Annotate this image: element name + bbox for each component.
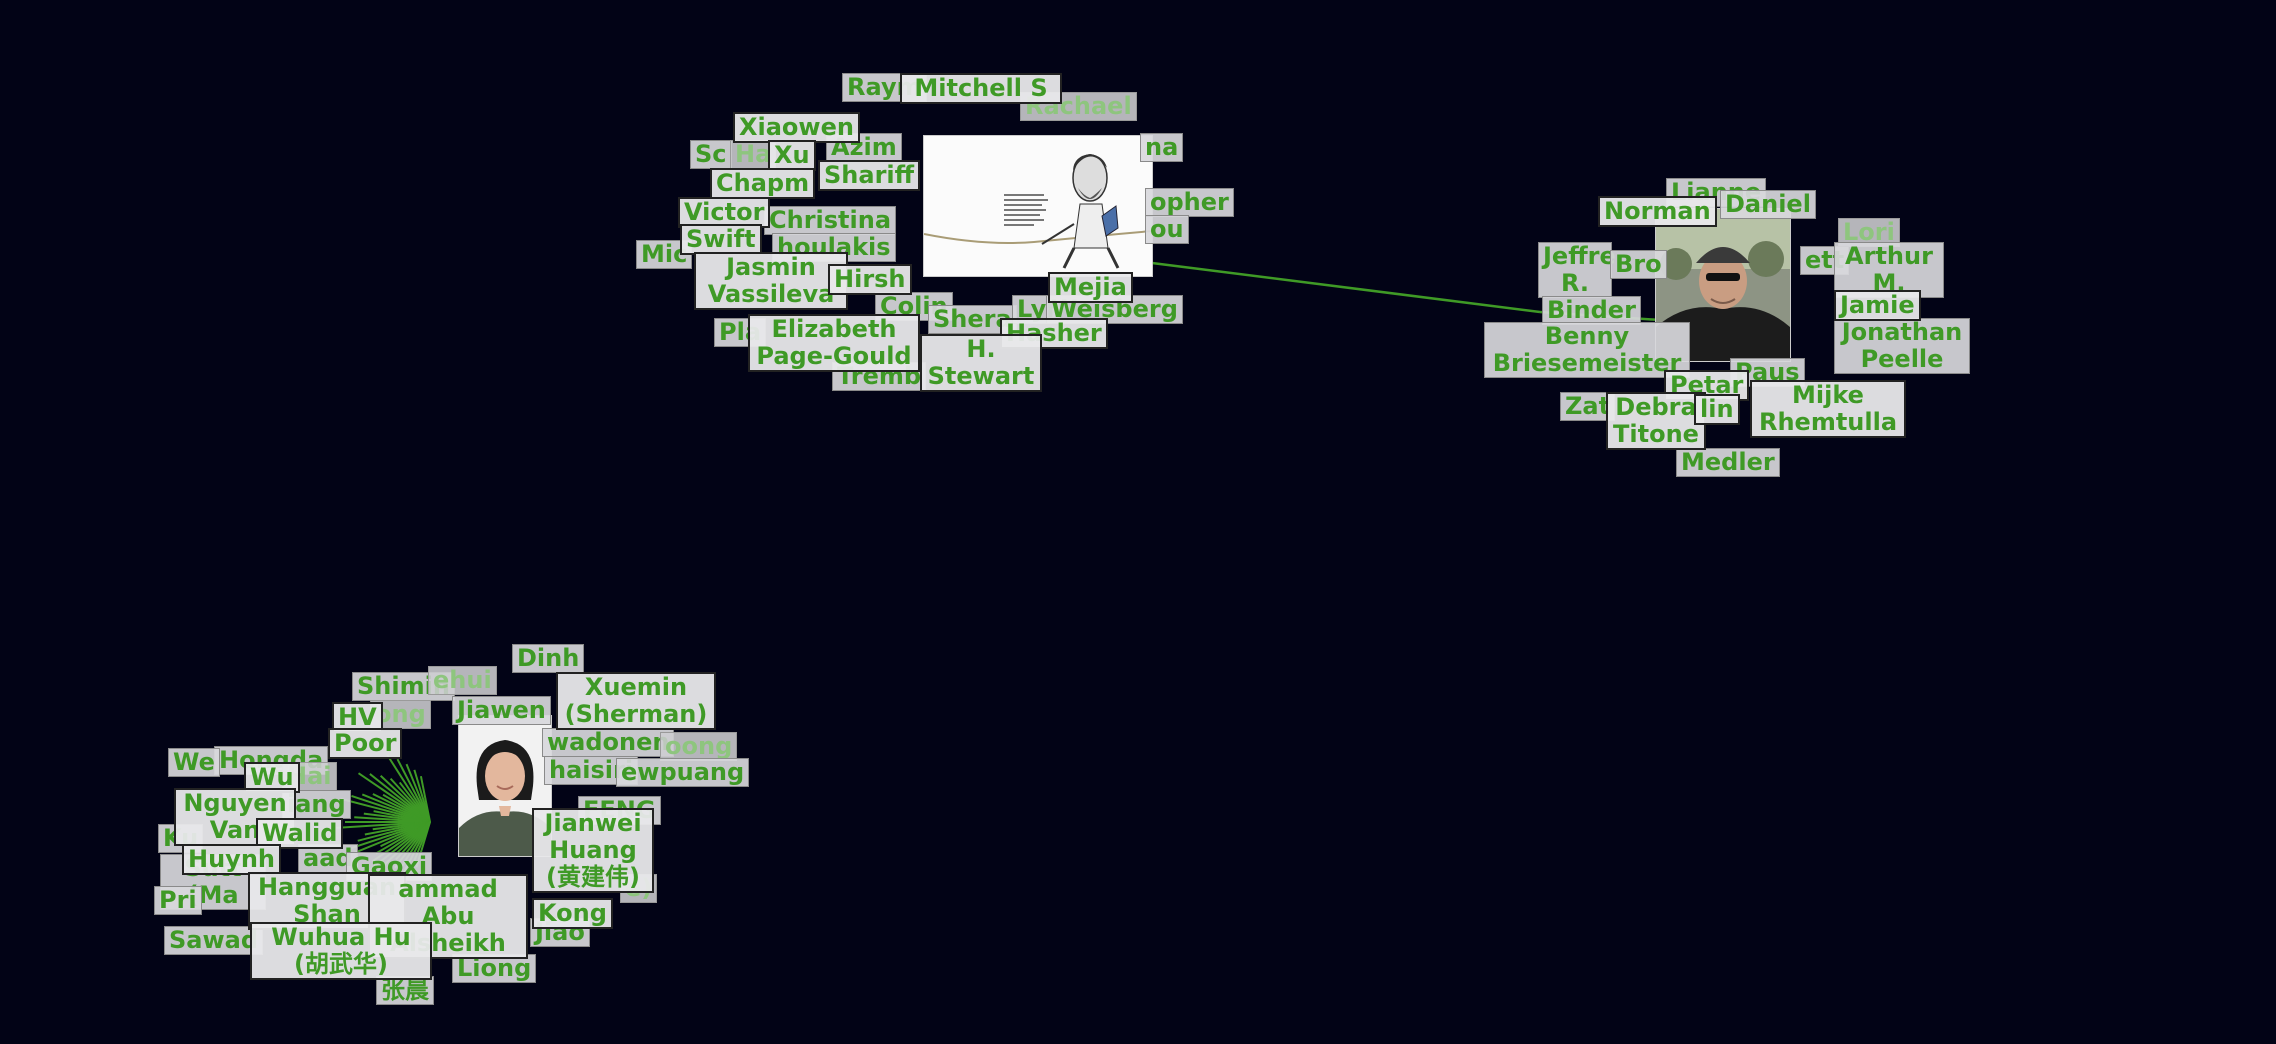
node-label-left[interactable]: Xuemin (Sherman): [556, 672, 716, 730]
node-label-top[interactable]: Elizabeth Page-Gould: [748, 314, 920, 372]
woman-photo-node[interactable]: [458, 715, 552, 857]
edge-spoke: [396, 758, 431, 823]
node-label-right[interactable]: Jeffre R.: [1538, 242, 1616, 298]
node-label-left[interactable]: Walid: [256, 818, 344, 849]
node-label-right[interactable]: Bro: [1610, 250, 1667, 279]
node-label-right[interactable]: Binder: [1542, 296, 1641, 325]
node-label-right[interactable]: Zat: [1560, 392, 1616, 421]
node-label-top[interactable]: Chapm: [710, 168, 816, 199]
node-label-left[interactable]: aad: [298, 844, 358, 873]
edge-spoke: [345, 821, 431, 858]
node-label-top[interactable]: Sc: [690, 140, 732, 169]
node-label-top[interactable]: H. Stewart: [920, 334, 1042, 392]
edge-spoke: [386, 754, 431, 823]
node-label-left[interactable]: We: [168, 748, 220, 777]
node-label-top[interactable]: Hasher: [1000, 318, 1108, 349]
node-label-right[interactable]: Jamie: [1834, 290, 1921, 321]
node-label-top[interactable]: ou: [1145, 215, 1189, 244]
node-label-right[interactable]: Jonathan Peelle: [1834, 318, 1970, 374]
node-label-top[interactable]: Swift: [680, 224, 762, 255]
node-label-top[interactable]: Shariff: [818, 160, 921, 191]
node-label-left[interactable]: wadonen: [542, 728, 675, 757]
node-label-left[interactable]: ehui: [428, 666, 497, 695]
node-label-top[interactable]: Mejia: [1048, 272, 1133, 303]
node-label-left[interactable]: ewpuang: [616, 758, 750, 787]
node-label-left[interactable]: Jiawen: [452, 696, 551, 725]
node-label-top[interactable]: Christina: [764, 206, 897, 235]
node-label-top[interactable]: na: [1140, 133, 1184, 162]
node-label-left[interactable]: Sawad: [164, 926, 264, 955]
caricature-of-bearded-man-icon: [924, 136, 1152, 276]
node-label-top[interactable]: Xu: [768, 140, 816, 171]
node-label-right[interactable]: Norman: [1598, 196, 1717, 227]
node-label-top[interactable]: Azim: [826, 133, 902, 162]
woman-portrait-icon: [459, 716, 551, 856]
node-label-left[interactable]: 张晨: [376, 976, 434, 1005]
caricature-photo-node[interactable]: [923, 135, 1153, 277]
node-label-left[interactable]: Jianwei Huang (黄建伟): [532, 808, 654, 893]
node-label-left[interactable]: Kong: [532, 898, 613, 929]
node-label-right[interactable]: Mijke Rhemtulla: [1750, 380, 1906, 438]
node-label-left[interactable]: HV: [332, 702, 383, 733]
node-label-top[interactable]: Mitchell S: [900, 73, 1062, 104]
node-label-top[interactable]: opher: [1145, 188, 1234, 217]
node-label-right[interactable]: Medler: [1676, 448, 1780, 477]
node-label-left[interactable]: Huynh: [182, 844, 281, 875]
node-label-right[interactable]: Debra Titone: [1606, 392, 1706, 450]
edge-top-to-right: [1151, 261, 1541, 314]
node-label-right[interactable]: Daniel: [1720, 190, 1816, 219]
node-label-right[interactable]: lin: [1694, 394, 1740, 425]
node-label-top[interactable]: Hirsh: [828, 264, 912, 295]
node-label-left[interactable]: Pri: [154, 886, 202, 915]
node-label-right[interactable]: Benny Briesemeister: [1484, 322, 1690, 378]
node-label-top[interactable]: Jasmin Vassileva: [694, 252, 848, 310]
node-label-left[interactable]: Dinh: [512, 644, 585, 673]
edge-spoke: [357, 772, 431, 823]
node-label-left[interactable]: Poor: [328, 728, 403, 759]
node-label-top[interactable]: Xiaowen: [733, 112, 860, 143]
node-label-top[interactable]: Victor: [678, 197, 771, 228]
node-label-left[interactable]: oong: [660, 732, 738, 761]
node-label-left[interactable]: Wu: [244, 762, 300, 793]
node-label-left[interactable]: Wuhua Hu (胡武华): [250, 922, 432, 980]
node-label-right[interactable]: Arthur M.: [1834, 242, 1944, 298]
